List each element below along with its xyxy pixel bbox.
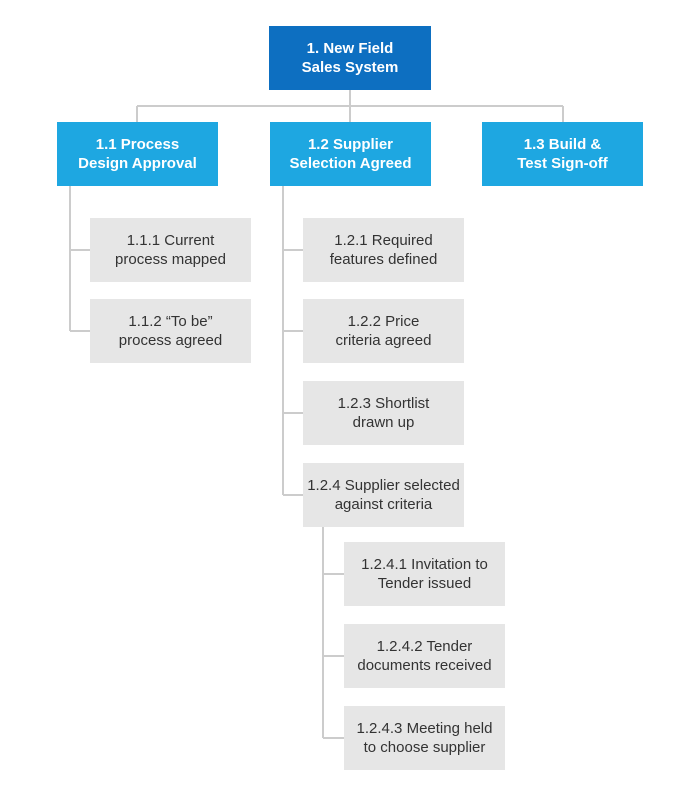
wbs-node-1-2-4: 1.2.4 Supplier selected against criteria: [303, 463, 464, 527]
wbs-node-1-3: 1.3 Build & Test Sign-off: [482, 122, 643, 186]
wbs-node-1-1: 1.1 Process Design Approval: [57, 122, 218, 186]
wbs-root-node: 1. New Field Sales System: [269, 26, 431, 90]
wbs-node-1-2-4-2: 1.2.4.2 Tender documents received: [344, 624, 505, 688]
wbs-node-1-1-2: 1.1.2 “To be” process agreed: [90, 299, 251, 363]
wbs-node-1-1-1: 1.1.1 Current process mapped: [90, 218, 251, 282]
wbs-node-1-2: 1.2 Supplier Selection Agreed: [270, 122, 431, 186]
wbs-node-1-2-3: 1.2.3 Shortlist drawn up: [303, 381, 464, 445]
wbs-node-1-2-4-3: 1.2.4.3 Meeting held to choose supplier: [344, 706, 505, 770]
wbs-node-1-2-2: 1.2.2 Price criteria agreed: [303, 299, 464, 363]
wbs-node-1-2-4-1: 1.2.4.1 Invitation to Tender issued: [344, 542, 505, 606]
wbs-node-1-2-1: 1.2.1 Required features defined: [303, 218, 464, 282]
